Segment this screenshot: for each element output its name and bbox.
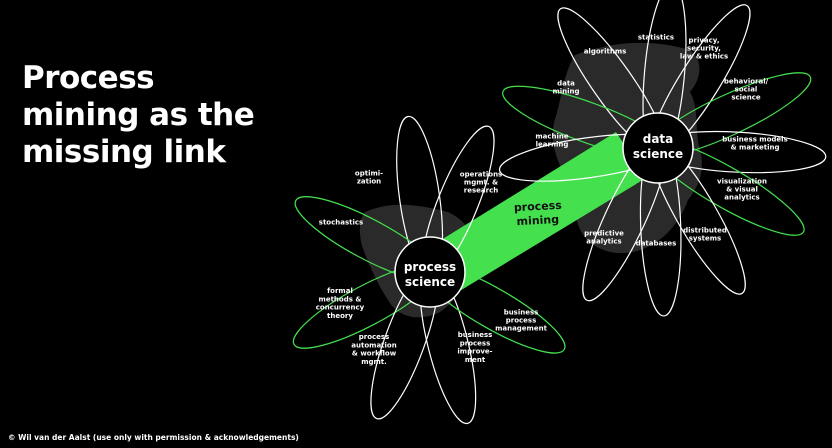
process-science-petal-6-label: ment: [465, 356, 486, 364]
data-science-petal-10-label: databases: [636, 240, 677, 248]
process-science-petal-1-label: zation: [357, 178, 381, 186]
process-science-label-1: process: [404, 260, 456, 274]
data-science-label-2: science: [633, 147, 683, 161]
data-science-petal-4-label: mining: [552, 88, 579, 96]
process-science-petal-1-label: optimi-: [355, 169, 383, 177]
process-mining-label-2: mining: [516, 213, 559, 228]
process-science-label-2: science: [405, 275, 455, 289]
data-science-petal-11-label: distributed: [683, 226, 727, 234]
data-science-petal-6-label: learning: [536, 141, 569, 149]
process-science-petal-6-label: process: [460, 339, 491, 347]
process-science-petal-4-label: theory: [327, 312, 353, 320]
data-science-petal-8-label: analytics: [724, 194, 759, 202]
data-science-petal-3-label: security,: [687, 45, 721, 53]
process-science-petal-3-label: stochastics: [319, 219, 363, 227]
process-science-petal-5-label: process: [359, 333, 390, 341]
process-science-petal-5-label: mgmt.: [361, 358, 387, 366]
data-science-petal-4-label: data: [557, 79, 575, 87]
process-mining-label: process mining: [514, 199, 563, 228]
data-science-petal-3-label: privacy,: [689, 36, 720, 44]
data-science-petal-1-label: algorithms: [584, 48, 627, 56]
title-line-2: mining as the: [22, 97, 255, 133]
process-science-petal-5-label: & workflow: [352, 350, 397, 358]
process-science-petal-4-label: methods &: [319, 295, 362, 303]
process-mining-label-1: process: [514, 199, 563, 215]
process-science-petal-4-label: concurrency: [316, 304, 365, 312]
data-science-petal-7-label: business models: [722, 135, 788, 143]
copyright-footer: © Wil van der Aalst (use only with permi…: [8, 433, 299, 442]
process-science-petal-7-label: process: [506, 317, 537, 325]
process-science-petal-7-label: management: [495, 325, 548, 333]
data-science-petal-9-label: analytics: [586, 238, 621, 246]
data-science-petal-2-label: statistics: [638, 34, 674, 42]
data-science-petal-6-label: machine: [535, 132, 569, 140]
data-science-petal-5-label: social: [735, 86, 758, 94]
process-science-petal-2-label: research: [464, 187, 498, 195]
process-science-petal-4-label: formal: [327, 287, 353, 295]
process-science-hub: process science: [394, 236, 466, 308]
data-science-petal-8-label: & visual: [726, 186, 758, 194]
process-science-petal-2-label: operations: [460, 170, 502, 178]
title-line-3: missing link: [22, 134, 226, 170]
title-line-1: Process: [22, 60, 155, 96]
process-science-petal-7-label: business: [504, 308, 539, 316]
data-science-petal-7-label: & marketing: [731, 144, 780, 152]
data-science-petal-11-label: systems: [689, 235, 721, 243]
data-science-petal-5-label: science: [731, 94, 761, 102]
process-science-petal-6-label: improve-: [457, 348, 492, 356]
slide-title: Process mining as the missing link: [22, 60, 302, 171]
data-science-petal-8-label: visualization: [717, 177, 767, 185]
process-mining-link: [428, 132, 646, 292]
data-science-petal-3-label: law & ethics: [680, 53, 728, 61]
process-science-petal-5-label: automation: [351, 341, 396, 349]
data-science-hub: data science: [622, 112, 694, 184]
process-science-petal-6-label: business: [458, 331, 493, 339]
data-science-label-1: data: [643, 132, 674, 146]
data-science-petal-9-label: predictive: [584, 229, 624, 237]
process-science-petal-2-label: mgmt. &: [464, 179, 498, 187]
data-science-petal-5-label: behavioral/: [724, 77, 769, 85]
